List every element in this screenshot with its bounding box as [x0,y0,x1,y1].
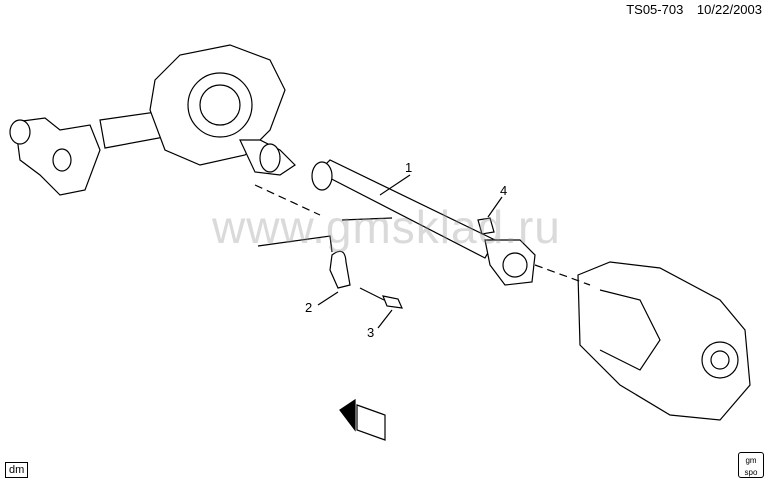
transmission-case [577,261,751,421]
shaft-front-yoke [311,161,333,191]
diagram-header: TS05-703 10/22/2003 [616,2,762,17]
differential-cover-inner [199,84,241,126]
callout-3: 3 [367,325,375,340]
logo-line-1: gm [745,456,757,465]
gm-spo-logo: gm spo [738,452,764,478]
leader-2 [317,291,339,306]
left-bushing [9,119,31,145]
leader-4 [487,196,503,218]
detail-leader [257,217,393,253]
left-bushing-lower [52,148,72,172]
shaft-rear-flange-hub [502,252,528,278]
flange-bolt [477,217,495,235]
front-direction-block [356,404,386,441]
transmission-output-inner [710,350,730,370]
corner-tag: dm [5,462,29,478]
callout-4: 4 [500,183,508,198]
transmission-output [701,341,739,379]
pinion-yoke [259,143,281,173]
logo-line-2: spo [744,468,758,477]
diagram-date: 10/22/2003 [696,2,762,17]
transmission-ribs [599,289,661,371]
callout-1: 1 [405,160,413,175]
shaft-bracket [329,250,351,289]
diagram-code: TS05-703 [626,2,684,17]
leader-3 [377,309,393,329]
front-arrow-icon [339,398,356,432]
bracket-bolt [382,295,403,309]
alignment-dashed-lines [254,184,591,286]
callout-2: 2 [305,300,313,315]
leader-1 [379,174,411,196]
watermark-text: www.gmsklad.ru [212,201,561,253]
bracket-bolt-shank [359,287,385,301]
differential-cover [187,72,253,138]
